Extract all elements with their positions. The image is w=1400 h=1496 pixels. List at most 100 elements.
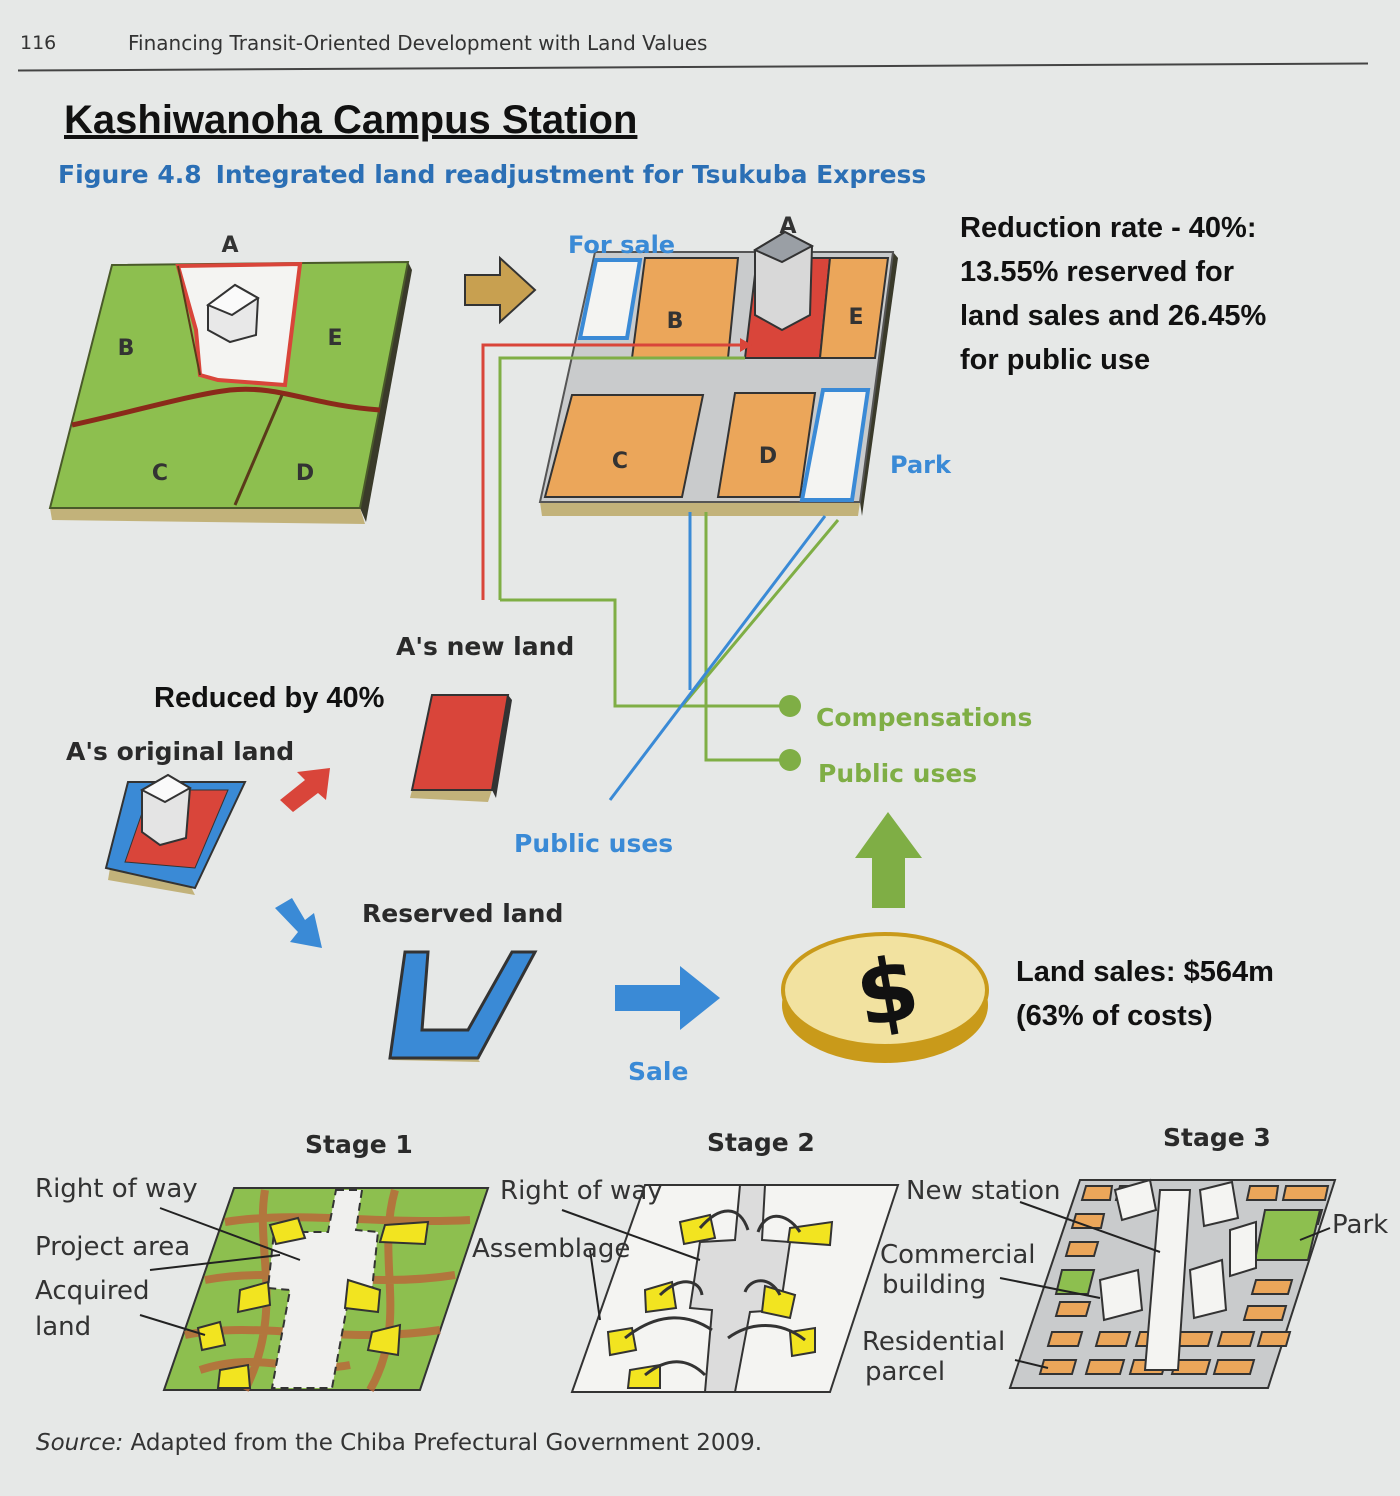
acquired-parcel [378,1220,430,1246]
sales-note-line: (63% of costs) [1016,1000,1213,1032]
new-land-side [492,695,512,798]
stage-1-label: Acquired [35,1276,150,1306]
sales-note: Land sales: $564m (63% of costs) [1016,950,1274,1038]
before-plot: A B C D E [48,233,412,524]
page-number: 116 [20,32,57,54]
red-flow-arrowhead [740,338,752,352]
reserved-land-label: Reserved land [362,899,563,928]
stage-1-label: Project area [35,1232,191,1262]
green-flow-line [498,356,745,600]
green-up-arrow [855,812,922,908]
commercial-building [1113,1178,1158,1222]
after-plot-side [860,252,898,516]
green-public-line [704,512,790,762]
red-flow-line [481,343,740,600]
acquired-parcel [786,1220,834,1247]
running-title: Financing Transit-Oriented Development w… [128,31,708,55]
green-public-line [681,519,840,706]
for-sale-plot [577,258,643,340]
before-plot-side [360,262,412,522]
sale-label: Sale [628,1057,688,1086]
reduction-note-line: land sales and 26.45% [960,300,1267,332]
stage-1-plot [139,1187,490,1392]
commercial-building [1098,1268,1144,1322]
stage-1-label: land [35,1312,92,1342]
transform-arrow [464,255,537,325]
reduction-note-line: 13.55% reserved for [960,256,1235,288]
parcel-label: E [848,305,863,330]
for-sale-label: For sale [568,231,675,259]
after-plot: A B C D E For sale Park [538,214,952,516]
source-text: Adapted from the Chiba Prefectural Gover… [123,1430,763,1456]
acquired-parcel [343,1278,382,1314]
coin-face [781,932,989,1048]
overlay-title: Kashiwanoha Campus Station [64,98,638,142]
stage-3-label: Park [1332,1210,1389,1240]
public-uses-green-label: Public uses [818,759,977,788]
parcel-label: D [759,444,777,469]
stage-3-label: parcel [865,1357,946,1387]
acquired-parcel [760,1284,797,1320]
stage-2-label: Assemblage [472,1234,631,1264]
leader-line [1014,1359,1049,1369]
before-road [71,386,381,428]
before-plot-edge [50,508,365,524]
parcel-label: A [779,214,796,239]
reduction-note-line: for public use [960,344,1151,376]
stage-1-label: Right of way [35,1174,198,1204]
assemblage-arrows [624,1209,806,1377]
before-plot-surface [48,260,410,509]
stage-3-label: Residential [862,1327,1006,1357]
commercial-building [1188,1258,1228,1320]
original-land-edge [108,868,195,895]
red-arrow [280,768,330,812]
reserved-land-block [388,950,538,1060]
new-land-edge [410,790,492,802]
stage-2-label: Right of way [500,1176,663,1206]
before-boundary [233,394,284,506]
leader-line [999,1277,1101,1299]
new-station [1143,1189,1192,1371]
stages-diagram [139,1178,1337,1393]
stage-3-label: building [882,1270,987,1300]
public-uses-dot [779,749,801,771]
source-prefix: Source: [36,1430,124,1456]
sale-arrow [615,966,720,1030]
stage-1-title: Stage 1 [305,1130,413,1159]
stage-3-label: New station [906,1176,1061,1206]
parcel-b-after [630,257,740,359]
house-a-roof [205,283,260,317]
parcel-label: D [296,461,314,486]
sales-note-line: Land sales: $564m [1016,956,1274,988]
park-parcel [1253,1209,1322,1261]
after-plot-edge [540,502,860,516]
compensation-line [500,598,790,708]
figure-title: Integrated land readjustment for Tsukuba… [215,160,927,189]
right-of-way-strip [688,1184,792,1393]
parcel-e-after [818,257,890,359]
park-parcel-small [1054,1269,1096,1295]
reduced-note: Reduced by 40% [154,682,385,714]
leader-line [589,1249,601,1321]
before-boundary [177,265,201,376]
blue-flow-line [608,515,827,801]
acquired-parcel [236,1280,272,1314]
commercial-building [1229,1220,1257,1278]
stage-3-label: Commercial [880,1240,1036,1270]
leader-line [561,1209,701,1261]
stage-3-title: Stage 3 [1163,1123,1271,1152]
public-uses-blue-label: Public uses [514,829,673,858]
parcel-label: B [667,309,684,334]
coin: $ [781,932,989,1063]
leader-line [139,1314,206,1336]
parcel-d-after [716,392,817,498]
park-plot [799,388,871,502]
acquired-parcel [366,1323,402,1357]
parcel-c-after [543,394,705,498]
acquired-parcel [216,1363,252,1389]
parcel-label: C [612,449,628,474]
reduction-note: Reduction rate - 40%: 13.55% reserved fo… [960,206,1266,382]
leader-line [149,1254,281,1271]
a-new-land-label: A's new land [396,632,574,661]
